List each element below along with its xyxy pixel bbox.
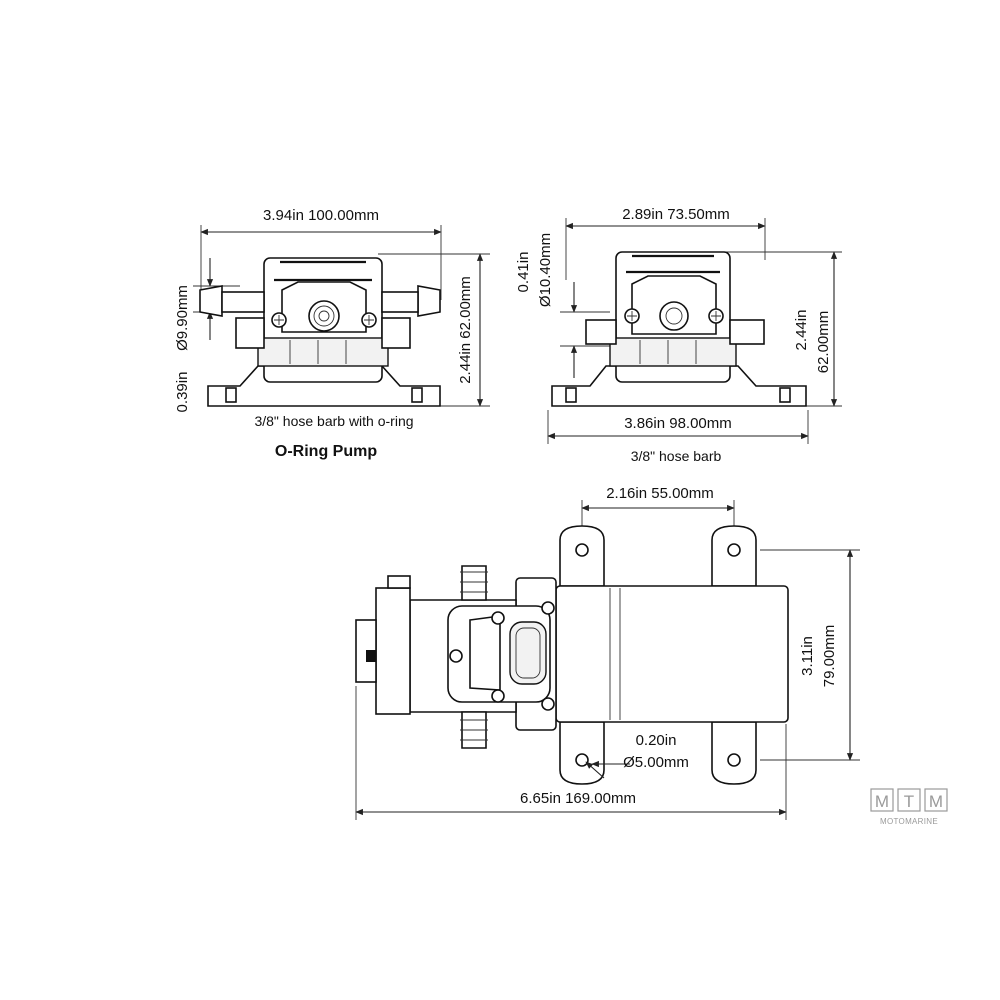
top-barb-top [461,565,487,601]
logo-letter-3: M [929,792,943,811]
logo-letter-1: M [875,792,889,811]
front-title: O-Ring Pump [275,443,377,460]
front-height-label: 2.44in 62.00mm [457,276,474,384]
side-view: 2.89in 73.50mm 0.41in Ø10.40mm 2.44in 62… [515,206,842,464]
logo-letter-2: T [904,792,914,811]
top-pressure-switch [375,587,411,715]
front-barb-left [199,285,223,317]
side-port-outlet [659,301,689,331]
front-width-label: 3.94in 100.00mm [263,207,379,224]
logo-subtitle: MOTOMARINE [880,817,938,826]
top-hole-label: Ø5.00mm [623,754,689,771]
front-motor-band [257,337,389,367]
side-barb-left [585,319,617,345]
front-view: 3.94in 100.00mm Ø9.90mm 0.39in 2.44in 62… [174,207,490,460]
side-base-label: 3.86in 98.00mm [624,415,732,432]
top-mount-label: 2.16in 55.00mm [606,485,714,502]
side-barb-caption: 3/8" hose barb [631,448,722,464]
side-port-label: Ø10.40mm [537,233,554,307]
side-width-label: 2.89in 73.50mm [622,206,730,223]
top-motor-can [555,585,789,723]
side-port-label-in: 0.41in [515,252,532,293]
front-port-label-in: 0.39in [174,372,191,413]
side-height-label-in: 2.44in [793,310,810,351]
top-screw-3 [449,649,463,663]
top-screw-1 [491,611,505,625]
front-port-outlet [308,300,340,332]
top-mount-tab-bl [559,721,605,785]
side-height-label: 62.00mm [815,311,832,374]
top-depth-label: 79.00mm [821,625,838,688]
top-hole-label-in: 0.20in [636,732,677,749]
top-mount-tab-br [711,721,757,785]
top-view: 2.16in 55.00mm 3.11in 79.00mm [355,485,860,820]
mtm-logo: M T M MOTOMARINE [870,788,948,826]
side-barb-right [729,319,765,345]
front-barb-right [417,285,441,317]
top-valve-chamber [509,621,547,685]
top-length-label: 6.65in 169.00mm [520,790,636,807]
top-screw-2 [491,689,505,703]
top-depth-label-in: 3.11in [799,636,816,676]
front-barb-caption: 3/8" hose barb with o-ring [254,413,413,429]
front-port-label: Ø9.90mm [174,285,191,351]
side-motor-band [609,337,737,367]
